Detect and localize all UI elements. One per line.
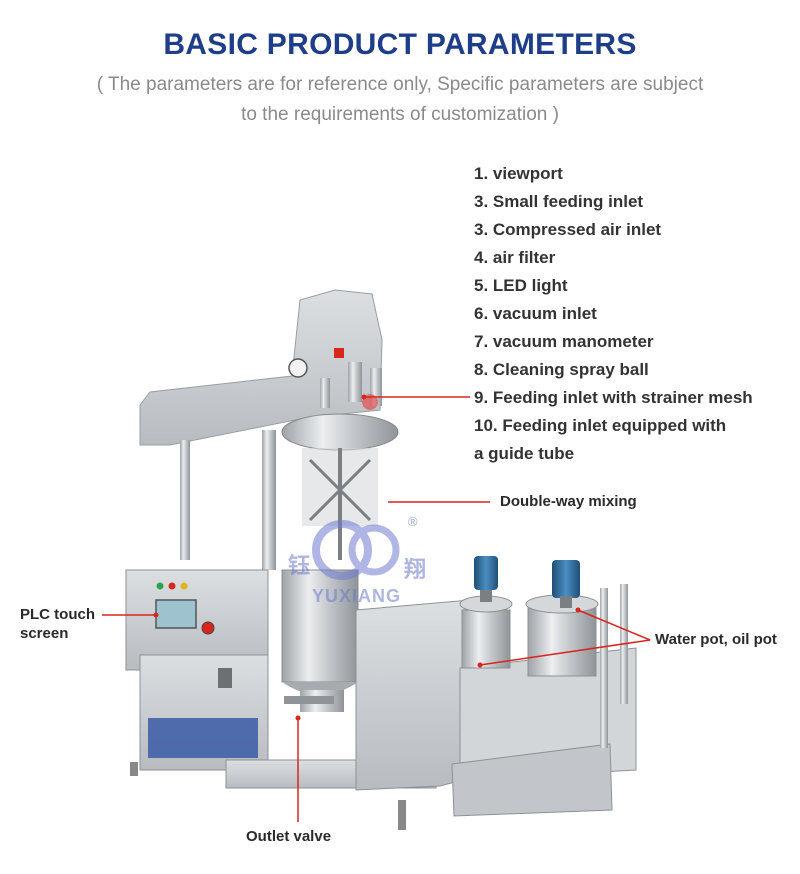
watermark-cn-right: 翔	[404, 557, 427, 582]
callout-plc-touch-line2: screen	[20, 625, 69, 642]
watermark-logo	[312, 520, 400, 580]
emergency-stop-icon	[201, 621, 215, 635]
leader-lines	[102, 394, 651, 822]
parameter-item: 7. vacuum manometer	[474, 332, 654, 351]
parameter-item: 3. Compressed air inlet	[474, 220, 662, 239]
callout-water-oil-pot: Water pot, oil pot	[655, 631, 777, 648]
parameter-item: 3. Small feeding inlet	[474, 192, 644, 211]
callout-plc-touch-line1: PLC touch	[20, 606, 95, 623]
plc-touch-screen	[155, 599, 197, 629]
vacuum-manometer-icon	[288, 358, 308, 378]
parameter-item: 1. viewport	[474, 164, 563, 183]
leader-oil-pot	[577, 609, 651, 641]
platform	[451, 584, 637, 817]
watermark-brand: YUXIANG	[312, 586, 402, 606]
parameter-item: 4. air filter	[474, 248, 556, 267]
oil-pot	[525, 560, 599, 677]
watermark-registered: ®	[408, 514, 418, 529]
water-pot-motor-icon	[474, 556, 498, 590]
leader-water-pot	[479, 639, 651, 666]
oil-pot-motor-icon	[552, 560, 580, 598]
main-vessel-lid	[281, 362, 399, 560]
outlet-valve-pipe	[284, 696, 334, 704]
page-title: BASIC PRODUCT PARAMETERS	[163, 28, 637, 61]
guard-panel	[355, 599, 471, 791]
parameter-item: 8. Cleaning spray ball	[474, 360, 649, 379]
callout-outlet-valve: Outlet valve	[246, 828, 332, 845]
watermark-cn-left: 钰	[288, 553, 311, 578]
parameter-item: 5. LED light	[474, 276, 568, 295]
parameter-item: 10. Feeding inlet equipped with	[474, 416, 727, 435]
parameter-item: a guide tube	[474, 444, 575, 463]
nameplate	[148, 718, 258, 758]
main-vessel	[281, 569, 359, 712]
callout-double-way-mixing: Double-way mixing	[500, 493, 637, 510]
control-cabinet	[125, 569, 269, 771]
indicator-light-red	[168, 582, 176, 590]
warning-sign-icon	[334, 348, 344, 358]
parameter-item: 6. vacuum inlet	[474, 304, 597, 323]
indicator-light-yellow	[180, 582, 188, 590]
water-pot	[459, 556, 513, 669]
parameter-item: 9. Feeding inlet with strainer mesh	[474, 388, 753, 407]
page-subtitle: ( The parameters are for reference only,…	[96, 74, 704, 125]
indicator-light-green	[156, 582, 164, 590]
parameter-list: 1. viewport 3. Small feeding inlet 3. Co…	[474, 160, 753, 468]
